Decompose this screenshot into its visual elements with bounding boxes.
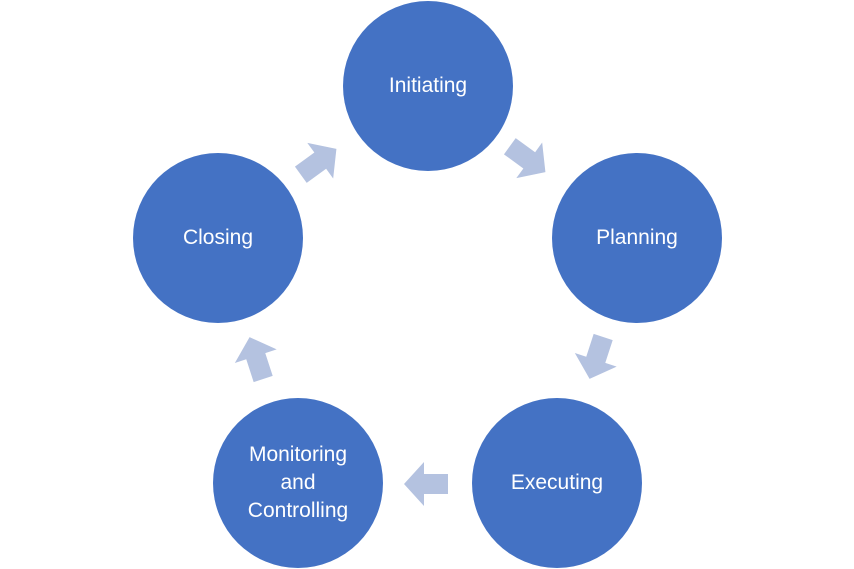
arrow-planning-to-executing <box>574 333 617 379</box>
stage-monitoring-and-controlling: Monitoring and Controlling <box>213 398 383 568</box>
arrow-initiating-to-planning <box>503 138 546 179</box>
stage-executing: Executing <box>472 398 642 568</box>
stage-initiating: Initiating <box>343 1 513 171</box>
arrow-executing-to-monitoring <box>404 462 448 506</box>
stage-label-monitoring-and-controlling: Monitoring and Controlling <box>247 443 349 522</box>
stage-closing: Closing <box>133 153 303 323</box>
stage-label-closing: Closing <box>182 226 254 249</box>
stage-label-initiating: Initiating <box>388 74 468 97</box>
stage-label-planning: Planning <box>596 226 678 249</box>
arrow-monitoring-to-closing <box>234 337 277 383</box>
stage-label-executing: Executing <box>510 471 604 494</box>
stage-planning: Planning <box>552 153 722 323</box>
arrow-closing-to-initiating <box>294 142 337 183</box>
